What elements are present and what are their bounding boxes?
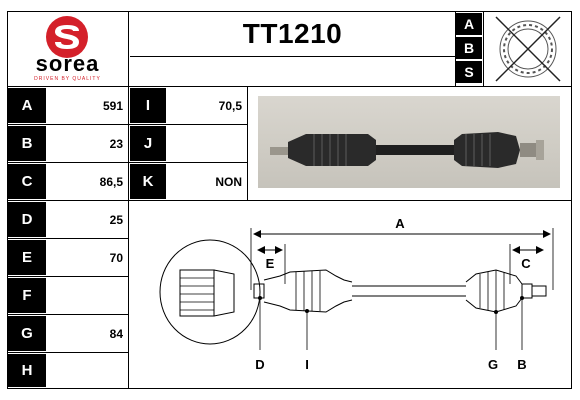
row-value-f xyxy=(46,277,128,314)
divider xyxy=(7,86,572,87)
brand-logo xyxy=(10,14,125,84)
row-value-h xyxy=(46,353,128,388)
abs-letter-b: B xyxy=(456,37,482,59)
divider xyxy=(7,238,128,239)
row-value-d: 25 xyxy=(109,212,123,227)
row-value-g: 84 xyxy=(109,326,123,341)
part-reference: TT1210 xyxy=(242,18,343,49)
row-label-h: H xyxy=(8,354,46,387)
row-value-b: 23 xyxy=(109,136,123,151)
row-label-i: I xyxy=(130,88,166,123)
divider xyxy=(247,86,248,200)
dim-label-e: E xyxy=(266,256,275,271)
abs-letter-a: A xyxy=(456,13,482,35)
row-label-c: C xyxy=(8,164,46,199)
brand-tagline: DRIVEN BY QUALITY xyxy=(34,76,101,82)
divider xyxy=(7,276,128,277)
dim-label-c: C xyxy=(521,256,531,271)
abs-letter-s: S xyxy=(456,61,482,83)
row-label-b: B xyxy=(8,126,46,161)
spline-detail-icon xyxy=(159,239,261,345)
sorea-logo-icon xyxy=(46,16,88,58)
dim-label-i: I xyxy=(305,357,309,372)
row-value-c: 86,5 xyxy=(99,174,123,189)
divider xyxy=(130,56,455,57)
divider xyxy=(455,11,456,86)
dim-label-d: D xyxy=(255,357,264,372)
dim-label-a: A xyxy=(395,216,405,231)
row-label-a: A xyxy=(8,88,46,123)
row-label-f: F xyxy=(8,278,46,313)
divider xyxy=(7,124,247,125)
row-value-j xyxy=(166,125,247,162)
product-photo xyxy=(258,96,560,188)
row-label-e: E xyxy=(8,240,46,275)
row-value-a: 591 xyxy=(102,98,123,113)
dim-label-b: B xyxy=(517,357,526,372)
divider xyxy=(483,11,484,86)
row-label-d: D xyxy=(8,202,46,237)
divider xyxy=(7,314,128,315)
dim-label-g: G xyxy=(488,357,498,372)
divider xyxy=(7,352,128,353)
row-value-e: 70 xyxy=(109,250,123,265)
row-value-k: NON xyxy=(215,174,242,189)
divider xyxy=(7,200,572,201)
technical-diagram: A E C xyxy=(130,200,570,388)
row-label-k: K xyxy=(130,164,166,199)
abs-ring-crossed-icon xyxy=(486,13,570,85)
row-label-g: G xyxy=(8,316,46,351)
row-value-i: 70,5 xyxy=(218,98,242,113)
brand-name: sorea xyxy=(35,51,100,76)
divider xyxy=(7,162,247,163)
row-label-j: J xyxy=(130,126,166,161)
